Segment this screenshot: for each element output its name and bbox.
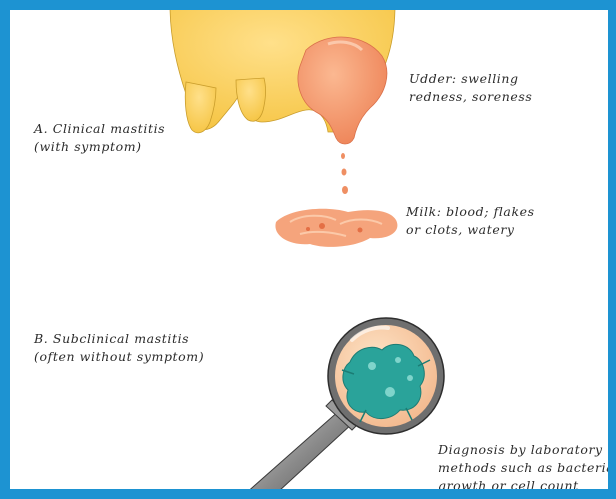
udder-symptoms-label: Udder: swelling redness, soreness <box>409 70 532 106</box>
clinical-subtitle: (with symptom) <box>34 138 165 156</box>
diagnosis-line-3: growth or cell count <box>438 477 616 495</box>
milk-clots <box>275 209 397 247</box>
subclinical-subtitle: (often without symptom) <box>34 348 204 366</box>
milk-drops <box>341 153 348 194</box>
subclinical-title: B. Subclinical mastitis <box>34 330 204 348</box>
udder-line-1: Udder: swelling <box>409 70 532 88</box>
udder <box>170 10 395 144</box>
milk-line-1: Milk: blood; flakes <box>406 203 535 221</box>
udder-line-2: redness, soreness <box>409 88 532 106</box>
diagnosis-line-2: methods such as bacterial <box>438 459 616 477</box>
subclinical-mastitis-label: B. Subclinical mastitis (often without s… <box>34 330 204 366</box>
clinical-mastitis-label: A. Clinical mastitis (with symptom) <box>34 120 165 156</box>
diagnosis-line-1: Diagnosis by laboratory <box>438 441 616 459</box>
clinical-title: A. Clinical mastitis <box>34 120 165 138</box>
magnifier-icon <box>236 318 444 499</box>
milk-line-2: or clots, watery <box>406 221 535 239</box>
diagnosis-label: Diagnosis by laboratory methods such as … <box>438 441 616 495</box>
milk-symptoms-label: Milk: blood; flakes or clots, watery <box>406 203 535 239</box>
